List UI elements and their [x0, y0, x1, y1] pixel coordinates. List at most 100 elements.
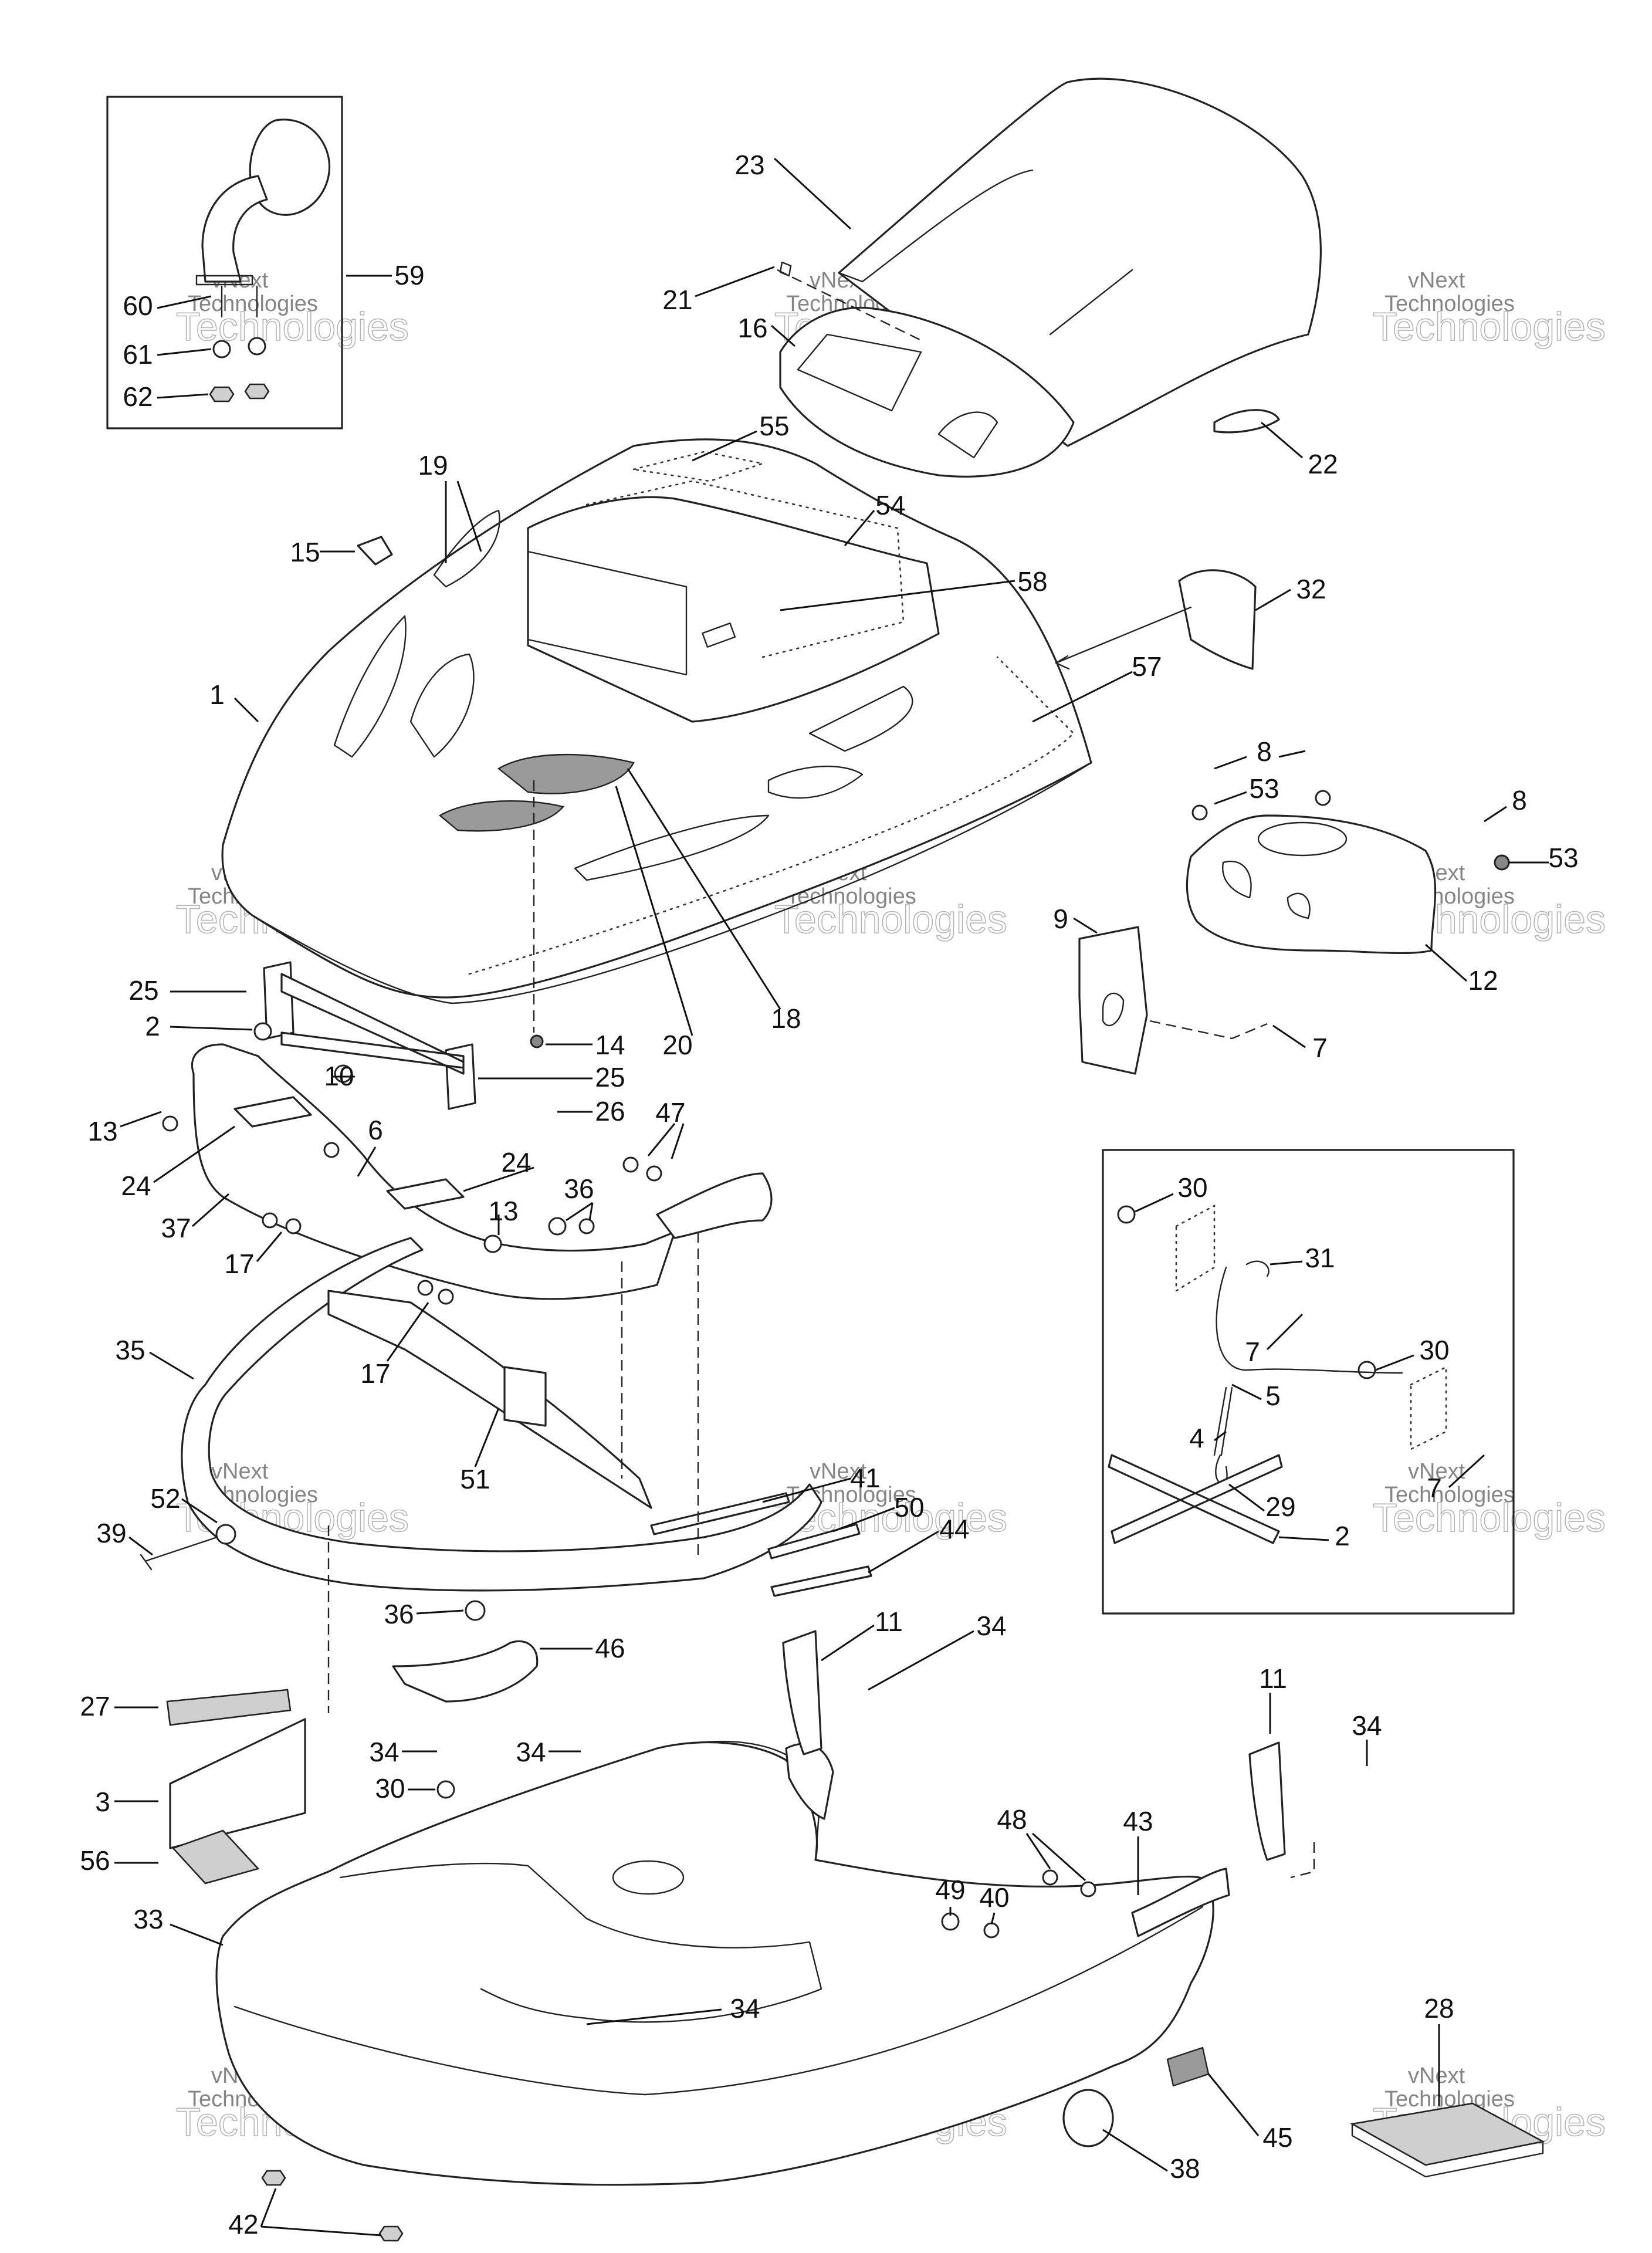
callout-56: 56 — [80, 1845, 110, 1876]
washer-53b — [1315, 790, 1331, 806]
callout-13: 13 — [488, 1196, 518, 1226]
callout-40: 40 — [979, 1882, 1009, 1913]
hood-vent-left-1 — [333, 615, 407, 758]
callout-38: 38 — [1170, 2153, 1200, 2184]
bolt-39 — [140, 1536, 218, 1571]
hood-vent-left-2 — [409, 653, 475, 758]
callout-30: 30 — [375, 1773, 405, 1804]
hood-vent-top-19 — [433, 509, 500, 588]
watermark-small: vNext — [810, 1459, 867, 1484]
bracket-11a — [782, 1630, 822, 1755]
callout-33: 33 — [133, 1904, 163, 1934]
nut-2a — [253, 1022, 272, 1041]
callout-7: 7 — [1312, 1033, 1328, 1063]
cross-bracket-2 — [1108, 1454, 1283, 1544]
side-panel-shell — [1186, 814, 1437, 955]
hood-recess — [527, 496, 940, 723]
screw-14 — [530, 1034, 544, 1048]
callout-62: 62 — [123, 381, 153, 412]
watermark-small: vNext — [211, 1459, 269, 1484]
callout-34: 34 — [730, 1993, 760, 2024]
hood-flap — [527, 550, 688, 676]
callout-51: 51 — [460, 1464, 490, 1494]
callout-24: 24 — [121, 1171, 151, 1201]
decal-56 — [171, 1829, 260, 1885]
watermark-small: vNext — [1408, 2063, 1465, 2088]
bracket-51-plate — [503, 1366, 547, 1427]
inset-frame-2 — [1102, 1149, 1515, 1615]
hood — [221, 438, 1092, 1004]
callout-9: 9 — [1053, 904, 1068, 934]
callout-54: 54 — [875, 490, 905, 520]
front-assembly — [191, 961, 773, 1300]
washer-53a — [1191, 804, 1208, 821]
frame-35 — [181, 1237, 822, 1592]
console-gauge-opening — [797, 333, 922, 412]
callout-20: 20 — [662, 1030, 692, 1060]
callout-8: 8 — [1512, 785, 1527, 816]
callout-28: 28 — [1424, 1993, 1454, 2024]
callout-3: 3 — [95, 1787, 110, 1817]
part-43 — [1131, 1868, 1230, 1937]
hood-vent-center — [574, 814, 770, 881]
callout-37: 37 — [161, 1213, 191, 1243]
callout-8: 8 — [1257, 736, 1272, 767]
nut-62a — [209, 386, 235, 402]
callout-16: 16 — [737, 313, 767, 343]
side-panel-12 — [1186, 814, 1437, 955]
hood-vent-shaded-20 — [438, 800, 565, 832]
callout-61: 61 — [123, 339, 153, 370]
callout-50: 50 — [894, 1492, 924, 1523]
plate-outline-b — [1410, 1365, 1447, 1451]
screw-47a — [622, 1156, 639, 1173]
watermark-big: Technologies — [1373, 1496, 1606, 1540]
washer-30a — [436, 1780, 455, 1799]
callout-22: 22 — [1308, 449, 1338, 479]
washer-53c — [1494, 854, 1510, 871]
callout-53: 53 — [1249, 773, 1279, 804]
callout-19: 19 — [418, 450, 448, 481]
callout-12: 12 — [1468, 965, 1498, 996]
callout-18: 18 — [771, 1003, 801, 1034]
callout-31: 31 — [1305, 1243, 1335, 1273]
callout-14: 14 — [595, 1030, 625, 1060]
part-22 — [1213, 409, 1280, 434]
side-panel-vent-2 — [1287, 892, 1311, 919]
callout-21: 21 — [662, 285, 692, 315]
part-9-hole — [1102, 992, 1125, 1027]
callout-15: 15 — [290, 537, 320, 567]
plate-outline-a — [1175, 1204, 1216, 1293]
nut-49 — [941, 1912, 960, 1931]
bracket-51 — [327, 1290, 652, 1509]
callout-36: 36 — [564, 1173, 594, 1204]
nut-17c — [417, 1280, 434, 1296]
hood-vent-right-1 — [808, 685, 913, 752]
callout-30: 30 — [1177, 1172, 1207, 1203]
hood-vent-right-2 — [767, 765, 864, 799]
callout-5: 5 — [1265, 1381, 1281, 1411]
mirror-stem — [201, 175, 268, 283]
washer-52 — [215, 1524, 236, 1545]
washer-36a-2 — [578, 1218, 595, 1234]
arrow-57 — [1055, 606, 1192, 670]
part-44 — [770, 1565, 872, 1597]
washer-30b — [1117, 1205, 1136, 1224]
bracket-46 — [392, 1640, 539, 1703]
callout-17: 17 — [224, 1249, 254, 1279]
decal-57-outline — [468, 656, 1075, 975]
callout-34: 34 — [976, 1611, 1006, 1641]
dash-e — [777, 269, 922, 341]
part-50 — [767, 1523, 861, 1559]
callout-26: 26 — [595, 1096, 625, 1126]
nut-17d — [438, 1288, 454, 1305]
callout-53: 53 — [1548, 843, 1578, 873]
decal-27 — [166, 1689, 292, 1726]
leader-lines — [114, 157, 1549, 2237]
bottom-pan — [215, 1740, 1214, 2186]
callout-45: 45 — [1262, 2122, 1292, 2153]
callout-10: 10 — [324, 1061, 354, 1091]
screw-48a — [1042, 1869, 1058, 1886]
watermark-small: vNext — [1408, 1459, 1465, 1484]
